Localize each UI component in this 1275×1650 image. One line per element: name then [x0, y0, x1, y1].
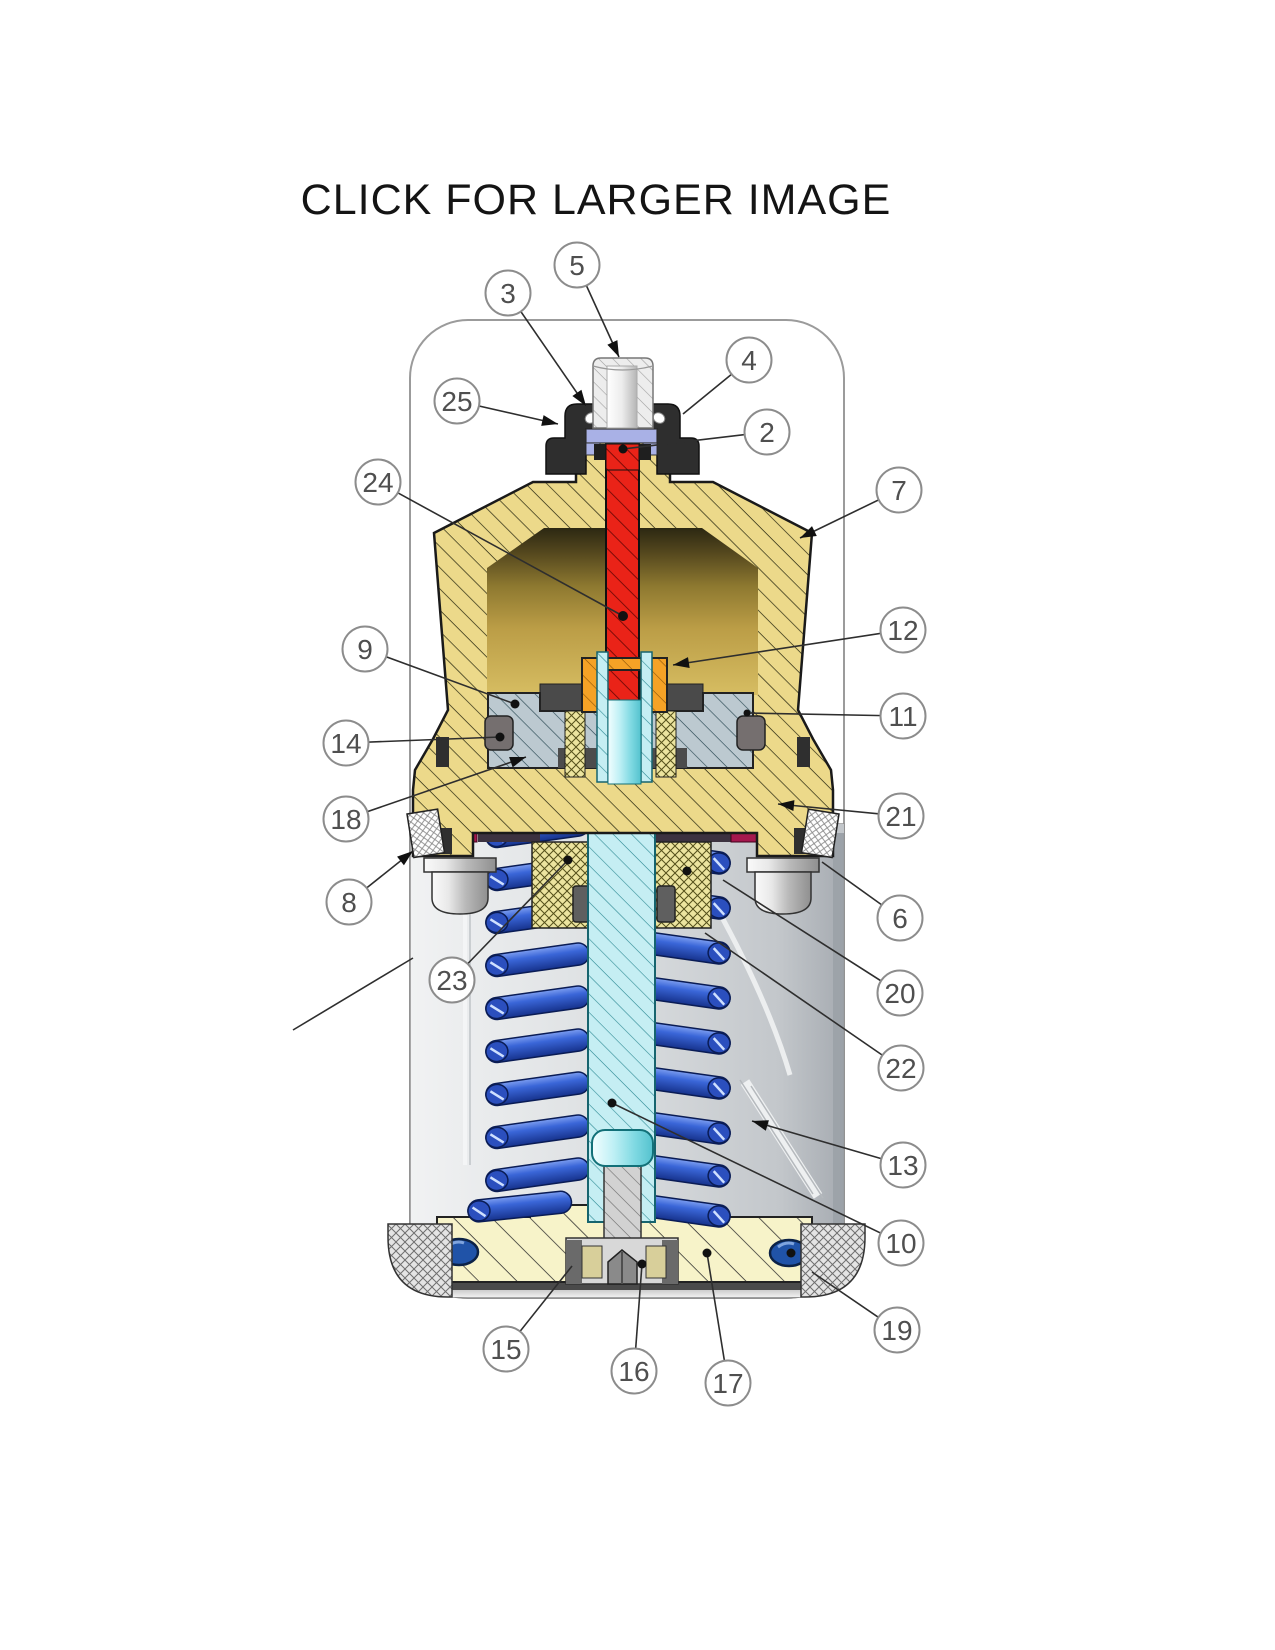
- svg-text:24: 24: [362, 467, 393, 498]
- balloon-21: 21: [877, 792, 925, 840]
- balloon-16: 16: [610, 1347, 658, 1395]
- svg-text:6: 6: [892, 903, 908, 934]
- balloon-14: 14: [322, 719, 370, 767]
- balloon-12: 12: [879, 606, 927, 654]
- balloon-20: 20: [876, 969, 924, 1017]
- balloon-7: 7: [875, 466, 923, 514]
- balloon-9: 9: [341, 625, 389, 673]
- svg-text:8: 8: [341, 887, 357, 918]
- svg-text:3: 3: [500, 278, 516, 309]
- svg-text:25: 25: [441, 386, 472, 417]
- piston-stem: [587, 779, 656, 1283]
- balloon-25: 25: [433, 377, 481, 425]
- stem-assembly-upper: [581, 414, 668, 785]
- corner-seal-left: [387, 1223, 453, 1298]
- svg-text:12: 12: [887, 615, 918, 646]
- balloon-15: 15: [482, 1325, 530, 1373]
- svg-text:14: 14: [330, 728, 361, 759]
- balloon-17: 17: [704, 1359, 752, 1407]
- balloon-19: 19: [873, 1306, 921, 1354]
- boot-seal-right: [800, 808, 840, 859]
- balloon-5: 5: [553, 241, 601, 289]
- balloon-18: 18: [322, 795, 370, 843]
- balloon-4: 4: [725, 336, 773, 384]
- svg-text:10: 10: [885, 1228, 916, 1259]
- seal-lavender: [585, 428, 658, 444]
- svg-text:9: 9: [357, 634, 373, 665]
- balloon-3: 3: [484, 269, 532, 317]
- leader-lines: [292, 264, 904, 1384]
- bottom-retainer: [565, 1237, 679, 1285]
- balloon-23: 23: [428, 956, 476, 1004]
- svg-text:17: 17: [712, 1368, 743, 1399]
- svg-text:4: 4: [741, 345, 757, 376]
- balloon-2: 2: [743, 408, 791, 456]
- svg-text:13: 13: [887, 1150, 918, 1181]
- mounting-nuts: [406, 808, 840, 915]
- callout-balloons: 5 3 4 25 2 24 7 12 9 11 14 18 21 8 6 23 …: [322, 241, 927, 1407]
- balloon-13: 13: [879, 1141, 927, 1189]
- boot-seal-left: [406, 808, 446, 859]
- svg-text:18: 18: [330, 804, 361, 835]
- svg-text:21: 21: [885, 801, 916, 832]
- balloon-11: 11: [879, 692, 927, 740]
- svg-text:23: 23: [436, 965, 467, 996]
- svg-text:7: 7: [891, 475, 907, 506]
- svg-text:15: 15: [490, 1334, 521, 1365]
- svg-text:19: 19: [881, 1315, 912, 1346]
- balloon-24: 24: [354, 458, 402, 506]
- balloon-6: 6: [876, 894, 924, 942]
- balloon-22: 22: [877, 1044, 925, 1092]
- balloon-10: 10: [877, 1219, 925, 1267]
- svg-text:20: 20: [884, 978, 915, 1009]
- svg-text:11: 11: [888, 701, 917, 732]
- svg-text:16: 16: [618, 1356, 649, 1387]
- corner-seal-right: [800, 1223, 866, 1298]
- svg-text:2: 2: [759, 417, 775, 448]
- plate-seal-right: [736, 715, 766, 751]
- page-title: CLICK FOR LARGER IMAGE: [301, 176, 892, 224]
- svg-text:5: 5: [569, 250, 585, 281]
- svg-text:22: 22: [885, 1053, 916, 1084]
- balloon-8: 8: [325, 878, 373, 926]
- stem-cap: [591, 1129, 654, 1167]
